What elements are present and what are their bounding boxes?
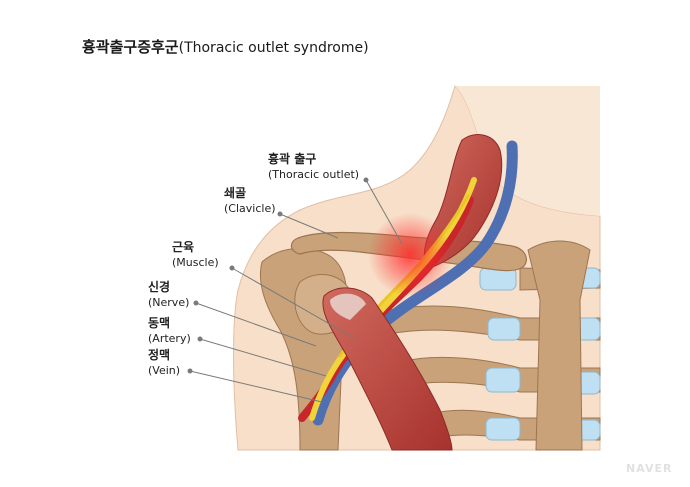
naver-logo: NAVER	[626, 462, 672, 475]
label-vein-ko: 정맥	[148, 348, 180, 363]
label-nerve-ko: 신경	[148, 280, 189, 295]
label-clavicle: 쇄골 (Clavicle)	[224, 186, 276, 216]
label-artery: 동맥 (Artery)	[148, 316, 191, 346]
compression-highlight	[368, 213, 452, 297]
label-vein: 정맥 (Vein)	[148, 348, 180, 378]
page-title: 흉곽출구증후군(Thoracic outlet syndrome)	[82, 36, 369, 57]
label-artery-ko: 동맥	[148, 316, 191, 331]
label-thoracic-outlet-ko: 흉곽 출구	[268, 152, 359, 167]
label-muscle-ko: 근육	[172, 240, 219, 255]
label-nerve: 신경 (Nerve)	[148, 280, 189, 310]
label-clavicle-ko: 쇄골	[224, 186, 276, 201]
label-muscle-en: (Muscle)	[172, 255, 219, 270]
label-vein-en: (Vein)	[148, 363, 180, 378]
label-nerve-en: (Nerve)	[148, 295, 189, 310]
label-artery-en: (Artery)	[148, 331, 191, 346]
label-muscle: 근육 (Muscle)	[172, 240, 219, 270]
label-thoracic-outlet-en: (Thoracic outlet)	[268, 167, 359, 182]
title-korean: 흉곽출구증후군	[82, 38, 179, 56]
label-thoracic-outlet: 흉곽 출구 (Thoracic outlet)	[268, 152, 359, 182]
title-english: (Thoracic outlet syndrome)	[179, 40, 369, 56]
label-clavicle-en: (Clavicle)	[224, 201, 276, 216]
